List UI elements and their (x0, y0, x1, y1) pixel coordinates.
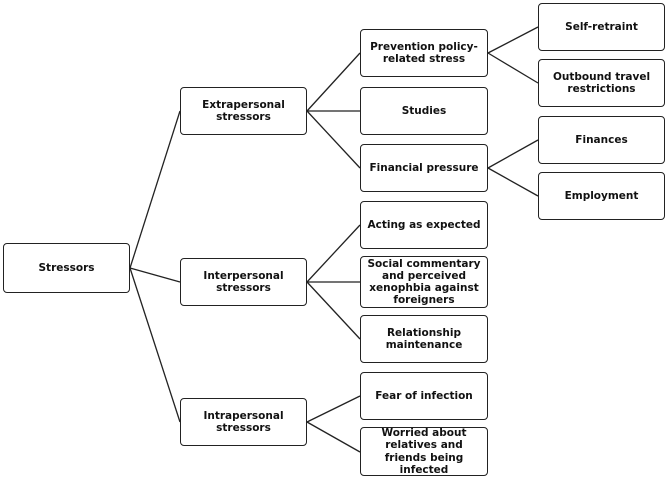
link-extrapersonal-prevention (306, 52, 361, 112)
node-prevention-policy-stress: Prevention policy-related stress (360, 29, 488, 77)
node-extrapersonal-stressors: Extrapersonal stressors (180, 87, 307, 135)
link-interpersonal-acting (306, 224, 361, 283)
link-intrapersonal-worried (306, 421, 361, 453)
link-financial-finances (487, 139, 539, 169)
link-financial-employment (487, 167, 539, 197)
link-root-intrapersonal (129, 267, 181, 423)
node-fear-of-infection: Fear of infection (360, 372, 488, 420)
link-intrapersonal-fear (306, 395, 361, 423)
node-outbound-travel-restrictions: Outbound travel restrictions (538, 59, 665, 107)
node-acting-as-expected: Acting as expected (360, 201, 488, 249)
node-studies: Studies (360, 87, 488, 135)
node-relationship-maintenance: Relationship maintenance (360, 315, 488, 363)
link-interpersonal-relationship (306, 281, 361, 340)
link-prevention-selfretraint (487, 26, 539, 54)
link-prevention-outbound (487, 52, 539, 84)
link-extrapersonal-financial (306, 110, 361, 169)
node-worried-relatives-friends: Worried about relatives and friends bein… (360, 427, 488, 476)
node-stressors: Stressors (3, 243, 130, 293)
node-intrapersonal-stressors: Intrapersonal stressors (180, 398, 307, 446)
node-interpersonal-stressors: Interpersonal stressors (180, 258, 307, 306)
link-root-interpersonal (129, 267, 181, 283)
link-root-extrapersonal (129, 110, 181, 269)
node-financial-pressure: Financial pressure (360, 144, 488, 192)
node-employment: Employment (538, 172, 665, 220)
node-self-retraint: Self-retraint (538, 3, 665, 51)
node-social-commentary-xenophobia: Social commentary and perceived xenophbi… (360, 256, 488, 308)
node-finances: Finances (538, 116, 665, 164)
